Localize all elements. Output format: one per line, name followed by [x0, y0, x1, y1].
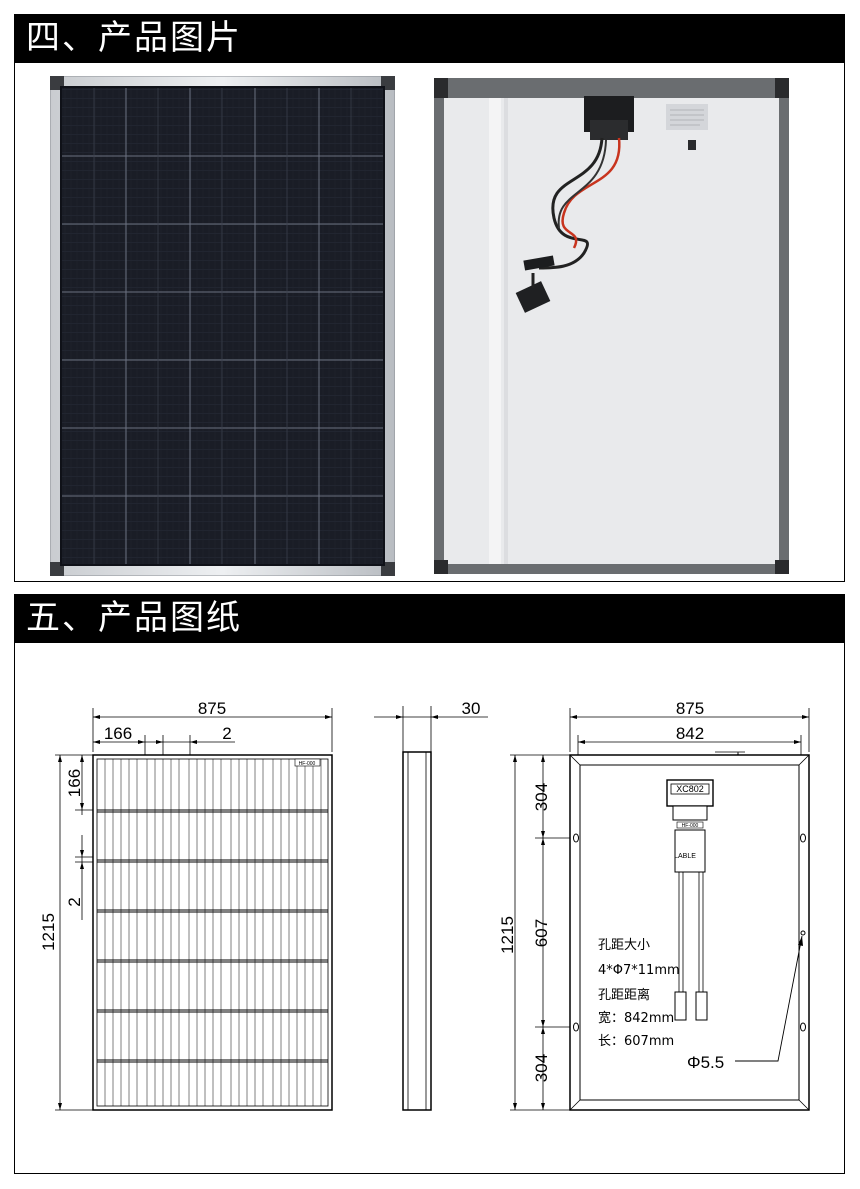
back-panel-photo	[434, 78, 789, 574]
front-gap-top-dim: 2	[222, 724, 231, 743]
front-view-drawing: 875 166 2 166 2 1215 HF-000	[39, 699, 333, 1111]
front-width-dim: 875	[198, 699, 226, 718]
front-panel-photo	[50, 76, 395, 576]
front-height-dim: 1215	[39, 913, 58, 951]
front-cell-height-dim: 166	[65, 769, 84, 797]
front-gap-side-dim: 2	[65, 897, 84, 906]
section-title-product-drawings: 五、产品图纸	[14, 594, 845, 642]
side-thickness-dim: 30	[462, 699, 481, 718]
back-height-dim: 1215	[498, 916, 517, 954]
back-dim-607: 607	[532, 919, 551, 947]
back-tag-label: HF-000	[682, 823, 699, 829]
note-line-2: 4*Φ7*11mm	[598, 963, 680, 978]
back-hole-spacing-dim: 842	[676, 724, 704, 743]
note-line-4: 宽：842mm	[598, 1010, 674, 1026]
jbox-label: XC802	[676, 784, 704, 794]
back-dim-304-bottom: 304	[532, 1054, 551, 1082]
section-title-product-photos: 四、产品图片	[14, 14, 845, 62]
front-cell-width-dim: 166	[104, 724, 132, 743]
back-lable-text: LABLE	[674, 853, 696, 860]
back-dim-304-top: 304	[532, 783, 551, 811]
note-line-1: 孔距大小	[598, 938, 650, 953]
side-view-drawing: 30	[374, 699, 488, 1111]
back-view-drawing: 875 842 40 304 607 304 1215 20 10 XC802 …	[498, 699, 810, 1111]
drawing-panel	[14, 642, 845, 1174]
photo-panel	[14, 62, 845, 582]
note-line-3: 孔距距离	[598, 987, 650, 1003]
front-label-tag: HF-000	[299, 761, 316, 767]
hole-diameter-label: Φ5.5	[687, 1053, 724, 1072]
back-width-dim: 875	[676, 699, 704, 718]
note-line-5: 长：607mm	[598, 1034, 674, 1049]
